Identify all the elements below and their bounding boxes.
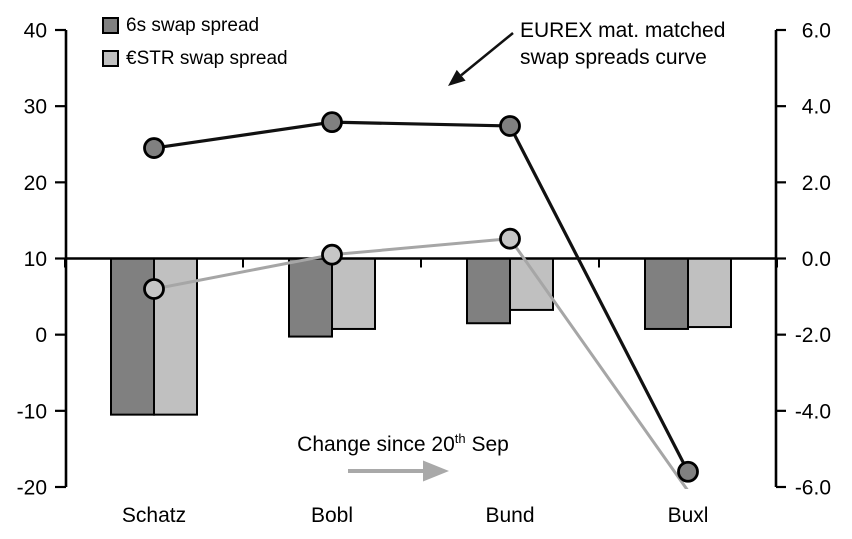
left-axis-tick-label: -10 <box>17 400 47 423</box>
right-axis-tick-label: -6.0 <box>795 477 831 500</box>
legend-item-6s: 6s swap spread <box>102 9 288 42</box>
legend-label-6s: 6s swap spread <box>126 15 260 36</box>
curve-annotation: EUREX mat. matched swap spreads curve <box>520 17 725 71</box>
bar-estr-buxl <box>687 257 732 329</box>
right-axis-tick-label: -4.0 <box>795 400 831 423</box>
line-estr-curve <box>153 237 689 489</box>
curve-annotation-arrow-head-icon <box>448 69 466 86</box>
marker-6s-schatz-icon <box>143 137 165 159</box>
left-axis-tick-label: -20 <box>17 477 47 500</box>
right-axis-tick-label: 2.0 <box>802 172 831 195</box>
right-axis-tick-label: 4.0 <box>802 96 831 119</box>
legend-swatch-6s-icon <box>102 17 119 34</box>
change-since-annotation: Change since 20th Sep <box>283 431 523 457</box>
marker-6s-bund-icon <box>499 115 521 137</box>
left-axis-tick-label: 10 <box>24 248 47 271</box>
marker-estr-bund-icon <box>499 227 521 250</box>
right-axis-tick-label: 6.0 <box>802 20 831 43</box>
right-axis-tick-label: -2.0 <box>795 324 831 347</box>
left-axis-tick-label: 40 <box>24 20 47 43</box>
right-axis-tick-label: 0.0 <box>802 248 831 271</box>
change-since-superscript: th <box>454 431 466 446</box>
line-6s-curve <box>153 120 690 473</box>
marker-estr-schatz-icon <box>143 278 165 300</box>
left-axis-tick-label: 30 <box>24 96 47 119</box>
chart-legend: 6s swap spread €STR swap spread <box>102 9 288 75</box>
marker-6s-bobl-icon <box>321 111 343 134</box>
curve-annotation-line1: EUREX mat. matched <box>520 19 726 42</box>
category-label-schatz: Schatz <box>122 504 186 527</box>
marker-6s-buxl-icon <box>677 460 699 483</box>
category-label-buxl: Buxl <box>668 504 709 527</box>
bar-6s-buxl <box>644 257 689 330</box>
marker-estr-bobl-icon <box>321 243 343 266</box>
change-since-suffix: Sep <box>465 433 509 456</box>
legend-label-estr: €STR swap spread <box>126 48 288 69</box>
bar-estr-bund <box>509 257 554 311</box>
change-since-text: Change since 20 <box>297 433 455 456</box>
bar-estr-bobl <box>331 257 376 330</box>
curve-annotation-arrow-shaft <box>460 32 514 77</box>
legend-item-estr: €STR swap spread <box>102 42 288 75</box>
legend-swatch-estr-icon <box>102 50 119 67</box>
change-since-arrow-head-icon <box>423 460 449 482</box>
category-label-bund: Bund <box>485 504 534 527</box>
curve-annotation-line2: swap spreads curve <box>520 46 707 69</box>
bar-6s-bobl <box>288 257 333 338</box>
left-axis-tick-label: 20 <box>24 172 47 195</box>
left-axis-tick-label: 0 <box>35 324 47 347</box>
category-label-bobl: Bobl <box>311 504 353 527</box>
bar-6s-bund <box>466 257 511 325</box>
